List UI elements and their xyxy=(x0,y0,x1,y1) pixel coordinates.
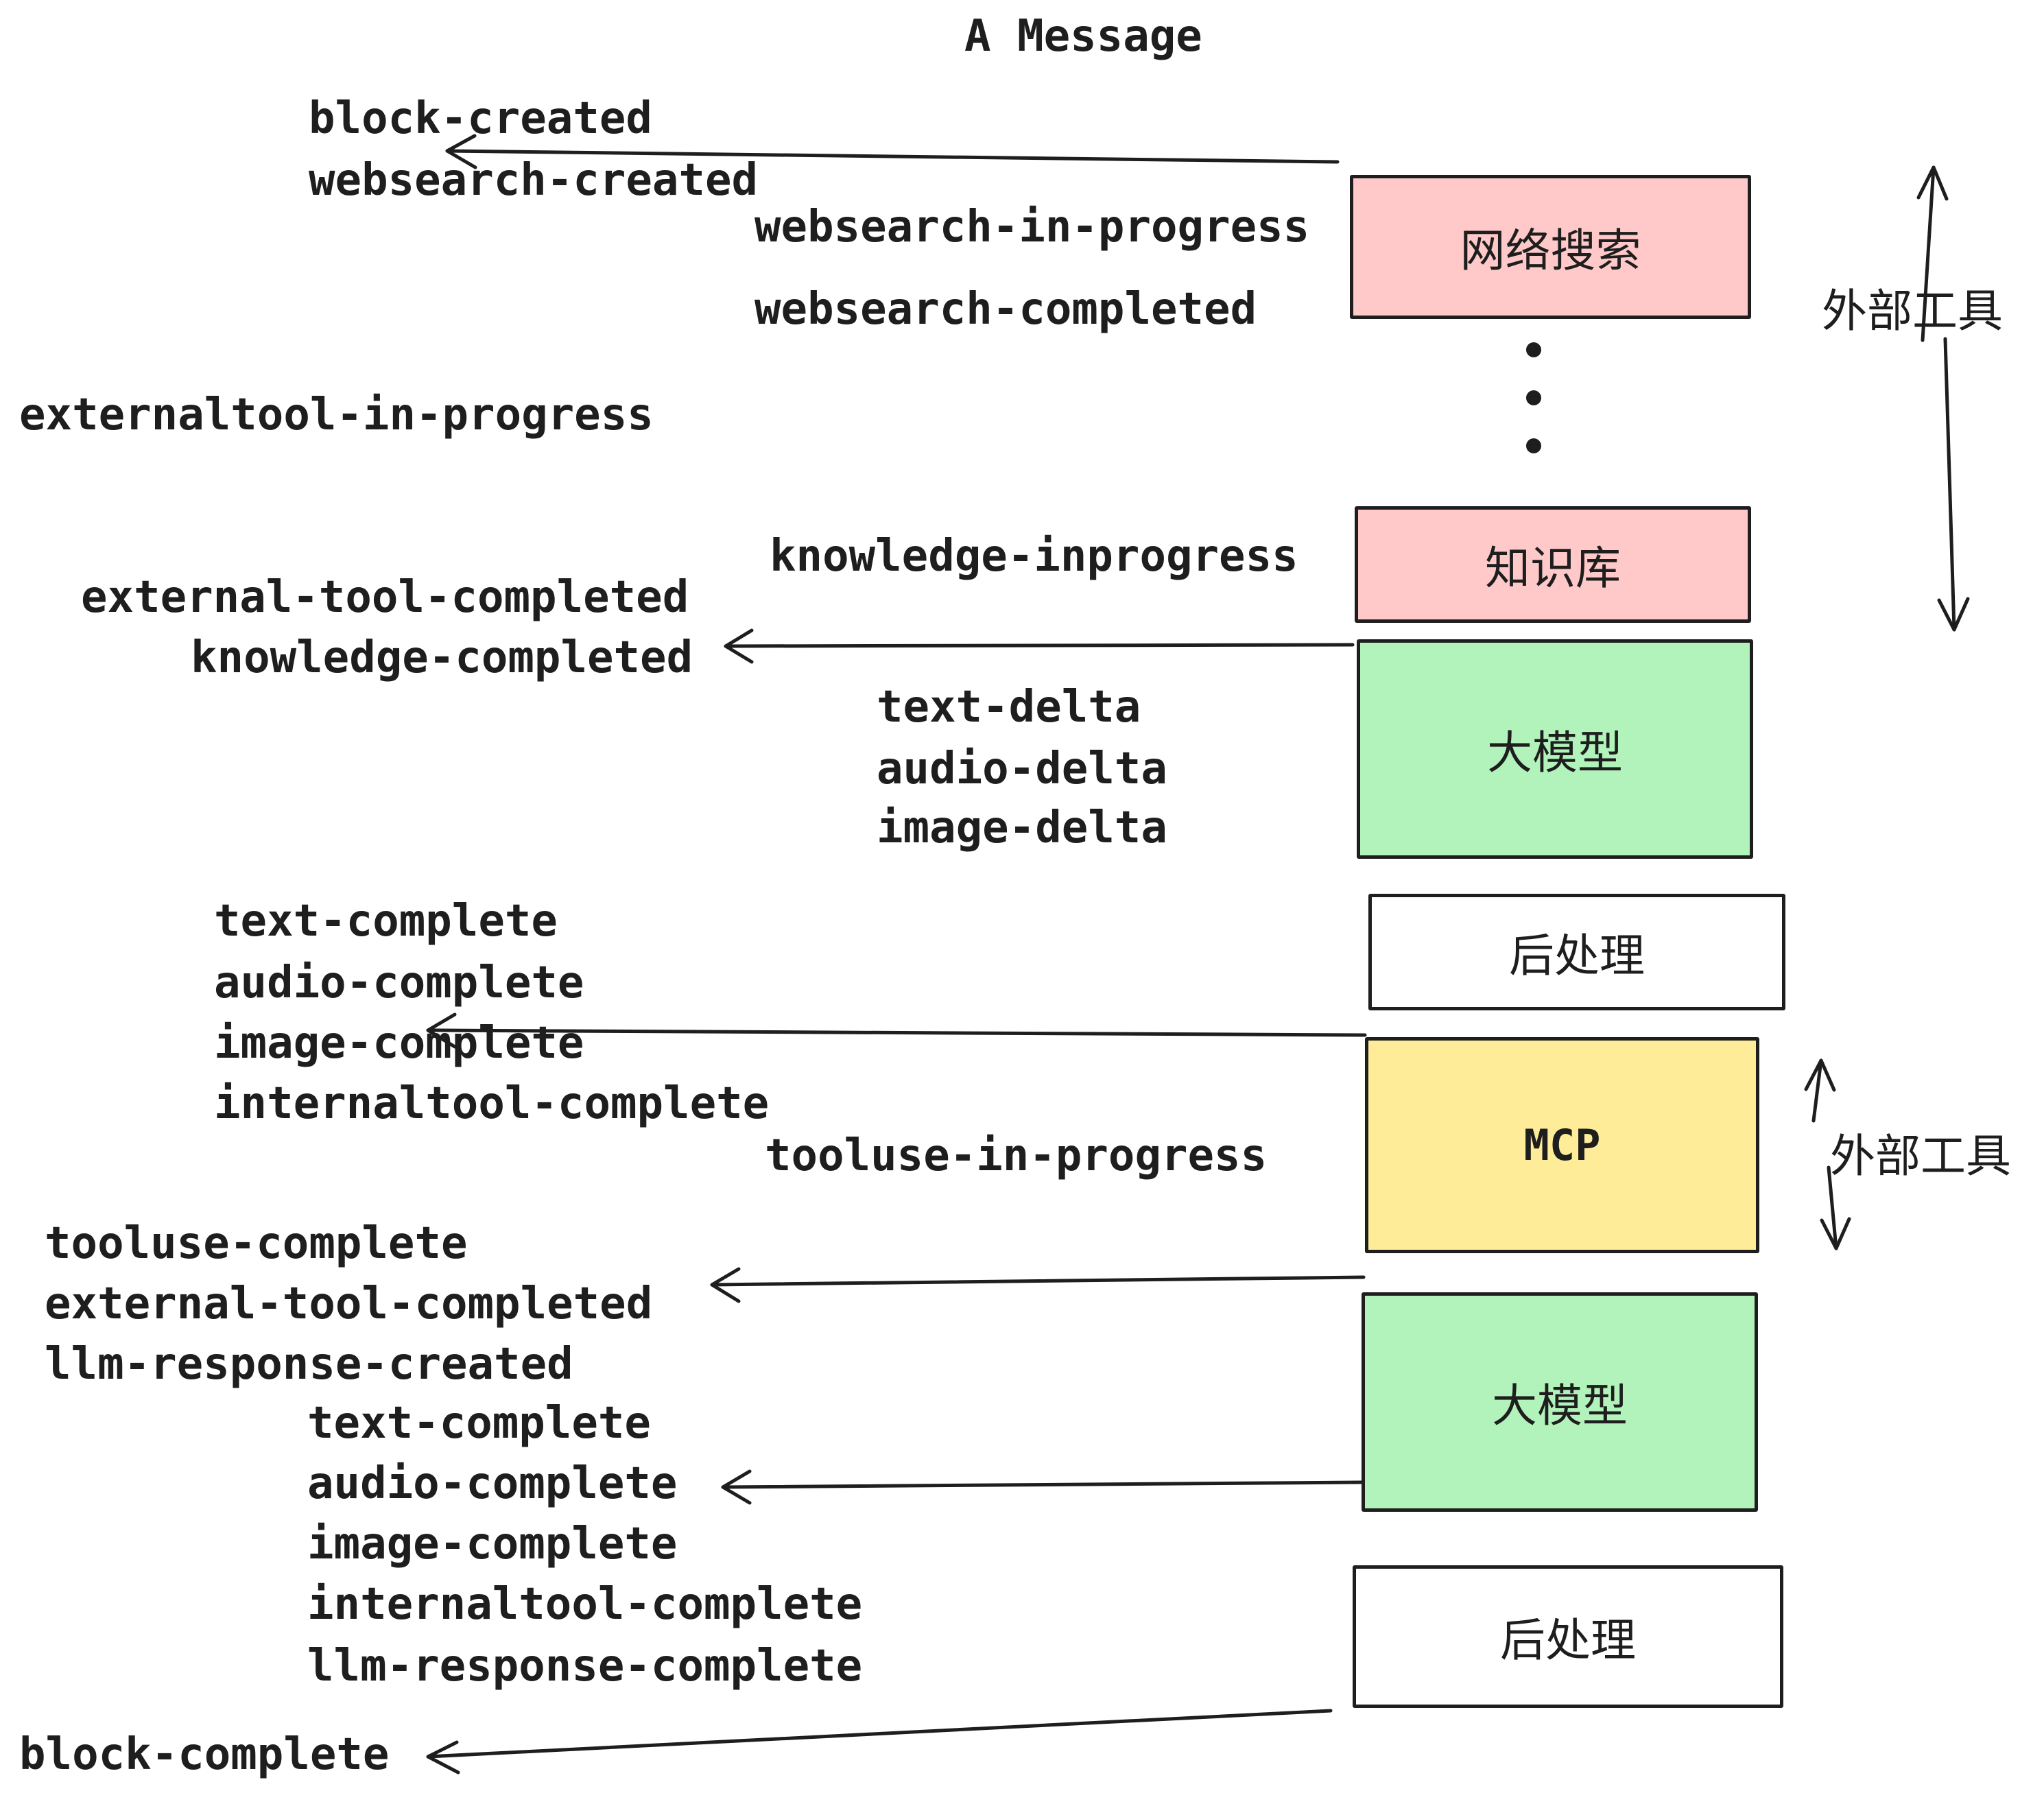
node-llm-2: 大模型 xyxy=(1362,1292,1758,1512)
node-llm-1: 大模型 xyxy=(1357,639,1753,859)
event-websearch-in-progress: websearch-in-progress xyxy=(754,202,1310,252)
event-knowledge-inprogress: knowledge-inprogress xyxy=(770,531,1298,582)
event-llm-response-complete: llm-response-complete xyxy=(307,1641,863,1692)
event-tooluse-complete: tooluse-complete xyxy=(45,1218,468,1269)
event-image-delta-1: image-delta xyxy=(877,803,1167,853)
event-text-complete-1: text-complete xyxy=(214,896,558,947)
event-block-created: block-created xyxy=(309,93,652,144)
event-text-complete-2: text-complete xyxy=(307,1398,651,1449)
label-external-tools-top: 外部工具 xyxy=(1822,285,2003,337)
ellipsis-dots xyxy=(1526,342,1541,453)
arrow-llm2-to-audio-complete xyxy=(721,1469,1364,1505)
node-web-search: 网络搜索 xyxy=(1350,175,1751,319)
event-external-tool-completed-2: external-tool-completed xyxy=(45,1279,653,1329)
event-tooluse-in-progress: tooluse-in-progress xyxy=(765,1130,1268,1181)
event-llm-response-created: llm-response-created xyxy=(45,1339,573,1390)
event-audio-delta-1: audio-delta xyxy=(877,744,1167,794)
event-image-complete-1: image-complete xyxy=(214,1018,584,1069)
event-block-complete: block-complete xyxy=(19,1729,390,1780)
event-audio-complete-2: audio-complete xyxy=(307,1458,678,1509)
event-knowledge-completed: knowledge-completed xyxy=(191,632,693,683)
arrow-mcp-to-tooluse-complete xyxy=(710,1267,1366,1303)
event-internaltool-complete-1: internaltool-complete xyxy=(214,1078,770,1129)
event-websearch-completed: websearch-completed xyxy=(754,284,1257,335)
diagram-title: A Message xyxy=(964,11,1202,62)
arrow-external-tools-top-down xyxy=(1937,337,1970,632)
event-text-delta-1: text-delta xyxy=(877,682,1141,733)
node-post-process-2: 后处理 xyxy=(1353,1565,1783,1708)
arrow-knowledge-to-completed xyxy=(724,628,1355,664)
event-websearch-created: websearch-created xyxy=(309,155,759,206)
event-externaltool-in-progress: externaltool-in-progress xyxy=(19,390,654,440)
event-internaltool-complete-2: internaltool-complete xyxy=(307,1579,863,1630)
label-external-tools-mid: 外部工具 xyxy=(1830,1130,2011,1183)
event-audio-complete-1: audio-complete xyxy=(214,958,584,1008)
node-knowledge-base: 知识库 xyxy=(1355,506,1751,623)
arrow-postprocess2-to-block-complete xyxy=(426,1709,1333,1775)
event-image-complete-2: image-complete xyxy=(307,1519,678,1569)
event-external-tool-completed-1: external-tool-completed xyxy=(81,572,689,623)
node-mcp: MCP xyxy=(1365,1037,1759,1253)
arrow-external-tools-mid-up xyxy=(1804,1058,1836,1123)
node-post-process-1: 后处理 xyxy=(1368,894,1785,1010)
